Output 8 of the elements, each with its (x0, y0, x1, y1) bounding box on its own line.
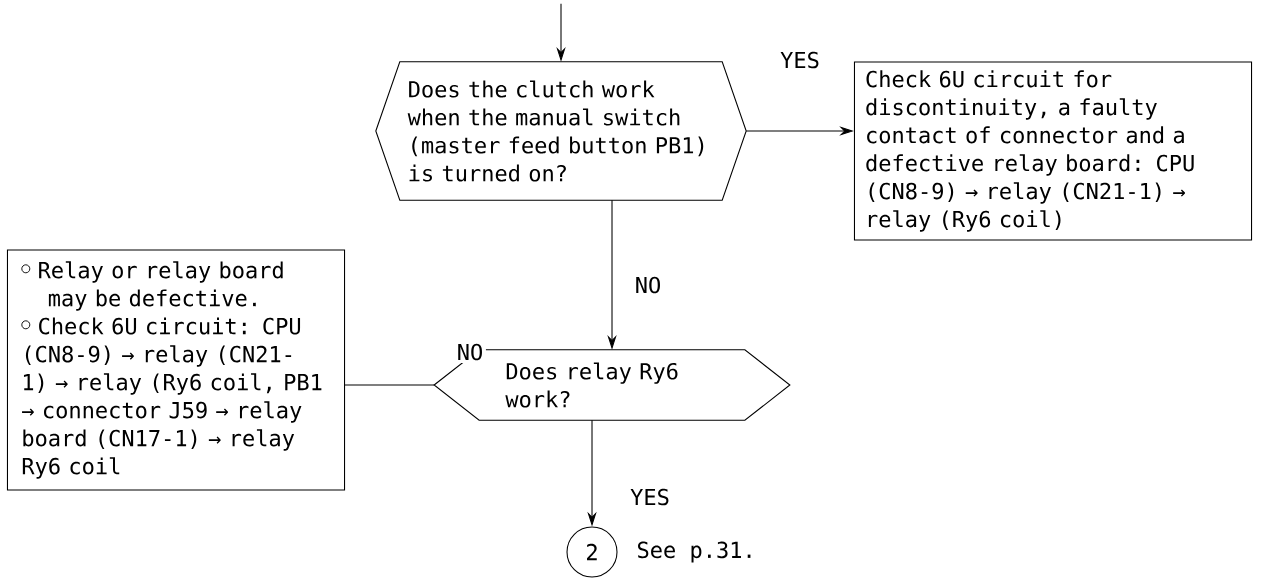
page-reference: See p.31. (638, 541, 751, 563)
action-box: Check 6U circuit for discontinuity, a faulty contact of connector and a defective relay board: CPU (CN8-9) → relay (CN21-1) → relay (Ry6 coil) (853, 61, 1253, 241)
action-box: Relay or relay board may be defective. Check 6U circuit: CPU (CN8-9) → relay (CN21-1) → relay (Ry6 coil, PB1 → connector J59 → relay board (CN17-1) → relay Ry6 coil (6, 249, 346, 491)
edge-label: YES (777, 49, 823, 71)
decision-hexagon: Does the clutch work when the manual switch (master feed button PB1) is turned on? (375, 61, 747, 201)
edge-label: YES (627, 486, 673, 508)
edge-label: NO (454, 341, 486, 363)
edge-label: NO (632, 274, 664, 296)
